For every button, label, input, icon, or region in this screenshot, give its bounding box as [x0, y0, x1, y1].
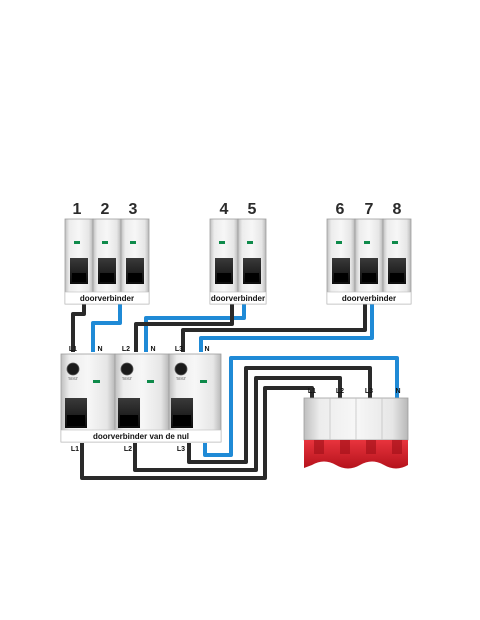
test-label: TEST: [68, 376, 79, 381]
rcd-terminal-label: N: [150, 346, 155, 353]
toggle-lever: [120, 415, 138, 426]
main-switch-terminal-label: N: [395, 388, 400, 395]
status-indicator: [247, 241, 253, 244]
breaker-number-6: 6: [336, 201, 345, 218]
rcd-terminal-label: L3: [175, 346, 183, 353]
busbar-label: doorverbinder van de nul: [93, 432, 189, 441]
test-button[interactable]: [174, 362, 188, 376]
breaker-number-7: 7: [365, 201, 374, 218]
phase-wires: [71, 304, 372, 480]
phase-wire-l1: [80, 386, 314, 480]
status-indicator: [336, 241, 342, 244]
busbar-label-strip: [60, 429, 222, 443]
breaker-group-1: 1 2 3 doorverbinder: [64, 201, 150, 305]
toggle-lever: [100, 273, 114, 282]
test-label: TEST: [122, 376, 133, 381]
rcd-terminal-label: L1: [69, 346, 77, 353]
busbar-label: doorverbinder: [342, 294, 396, 303]
main-switch-red-handle[interactable]: [304, 440, 408, 469]
rcd-block: L1 N L2 N L3 N TEST TEST TEST doorverbin…: [60, 346, 222, 453]
rcd-terminal-label: L2: [122, 346, 130, 353]
busbar-label: doorverbinder: [80, 294, 134, 303]
busbar-label-strip: [326, 291, 412, 305]
toggle-lever: [334, 273, 348, 282]
toggle-lever: [72, 273, 86, 282]
busbar-label-strip: [64, 291, 150, 305]
test-button[interactable]: [120, 362, 134, 376]
status-indicator: [102, 241, 108, 244]
breaker-group-2: 4 5 doorverbinder: [209, 201, 267, 305]
rcd-bottom-terminal-label: L1: [71, 446, 79, 453]
rcd-terminal-label: N: [204, 346, 209, 353]
phase-wire-l3: [187, 366, 372, 464]
toggle-lever: [217, 273, 231, 282]
phase-wire-l2: [133, 376, 342, 472]
neutral-wire-rcd-to-switch: [203, 356, 399, 457]
status-indicator: [130, 241, 136, 244]
rcd-bottom-terminal-label: L2: [124, 446, 132, 453]
busbar-label-strip: [209, 291, 267, 305]
toggle-lever: [362, 273, 376, 282]
toggle-lever: [67, 415, 85, 426]
wires: [71, 304, 399, 480]
rcd-terminal-label: N: [97, 346, 102, 353]
rcd-bottom-terminal-label: L3: [177, 446, 185, 453]
main-switch-terminal-label: L3: [365, 388, 373, 395]
main-switch-terminal-label: L2: [336, 388, 344, 395]
status-indicator: [93, 380, 100, 383]
toggle-lever: [173, 415, 191, 426]
breaker-number-5: 5: [248, 201, 257, 218]
neutral-wire-group3: [199, 304, 374, 352]
breaker-number-4: 4: [220, 201, 229, 218]
busbar-label: doorverbinder: [211, 294, 265, 303]
status-indicator: [200, 380, 207, 383]
phase-wire-group1: [71, 304, 86, 352]
main-switch: L1 L2 L3 N: [303, 388, 409, 469]
toggle-lever: [128, 273, 142, 282]
neutral-wire-group1: [91, 304, 122, 352]
breaker-number-1: 1: [73, 201, 82, 218]
status-indicator: [364, 241, 370, 244]
status-indicator: [147, 380, 154, 383]
toggle-lever: [390, 273, 404, 282]
test-label: TEST: [176, 376, 187, 381]
neutral-wires: [91, 304, 399, 457]
neutral-wire-group2: [144, 304, 246, 352]
phase-wire-group2: [134, 304, 234, 352]
toggle-lever: [245, 273, 259, 282]
status-indicator: [219, 241, 225, 244]
status-indicator: [74, 241, 80, 244]
phase-wire-group3: [181, 304, 367, 352]
test-button[interactable]: [66, 362, 80, 376]
breaker-number-2: 2: [101, 201, 110, 218]
main-switch-terminal-label: L1: [308, 388, 316, 395]
breaker-number-8: 8: [393, 201, 402, 218]
status-indicator: [392, 241, 398, 244]
breaker-group-3: 6 7 8 doorverbinder: [326, 201, 412, 305]
breaker-number-3: 3: [129, 201, 138, 218]
